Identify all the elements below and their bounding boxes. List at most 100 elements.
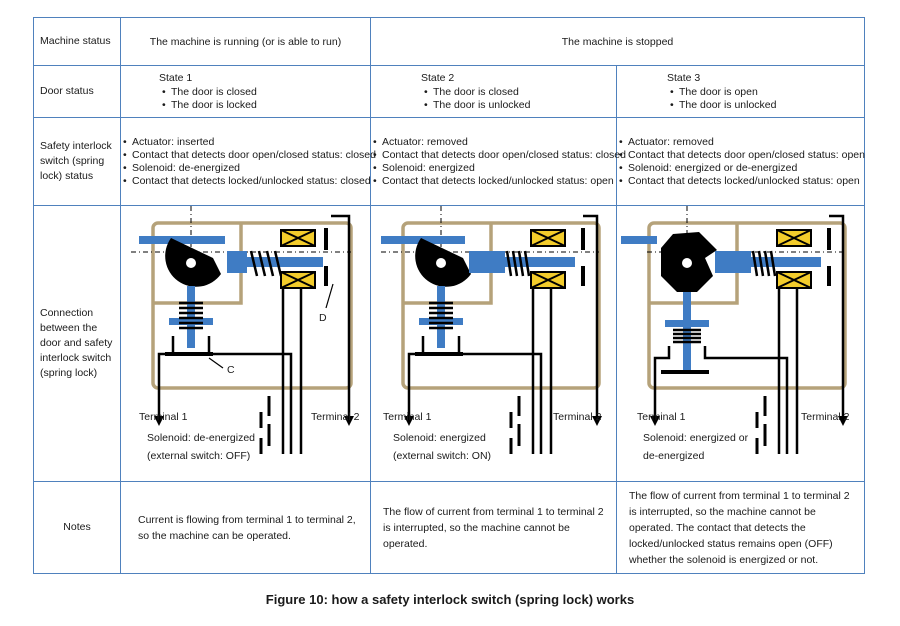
status-running: The machine is running (or is able to ru… bbox=[120, 17, 371, 66]
plunger-head bbox=[715, 251, 751, 273]
diagram-cell-2: Terminal 1 Terminal 2 Solenoid: energize… bbox=[370, 205, 617, 482]
solenoid-state: Solenoid: energized bbox=[393, 432, 486, 444]
note-2: The flow of current from terminal 1 to t… bbox=[370, 481, 617, 574]
spring-lock-diagram-unlocked bbox=[381, 206, 602, 454]
lock-plunger bbox=[501, 257, 575, 267]
arrow-terminal-2 bbox=[592, 416, 602, 426]
row-machine-status: Machine status The machine is running (o… bbox=[33, 17, 866, 66]
label-machine-status: Machine status bbox=[33, 17, 121, 66]
spring-lock-diagram-open bbox=[621, 206, 848, 454]
contact-plate bbox=[419, 318, 463, 325]
contact-rod bbox=[683, 292, 691, 372]
wire bbox=[331, 214, 351, 416]
list-item: Solenoid: energized bbox=[373, 162, 616, 175]
switch-table: Machine status The machine is running (o… bbox=[33, 17, 866, 574]
list-item: Solenoid: energized or de-energized bbox=[619, 162, 864, 175]
external-switch bbox=[755, 396, 767, 454]
housing bbox=[647, 221, 847, 390]
diagram-cell-1: C D Terminal 1 Terminal 2 Solenoid: de-e… bbox=[120, 205, 371, 482]
note-1: Current is flowing from terminal 1 to te… bbox=[120, 481, 371, 574]
wire bbox=[583, 214, 599, 416]
label-connection: Connection between the door and safety i… bbox=[33, 205, 121, 482]
wire bbox=[407, 336, 425, 416]
wire bbox=[703, 346, 789, 454]
arrow-terminal-1 bbox=[154, 416, 164, 426]
spring bbox=[505, 250, 531, 277]
list-item: The door is unlocked bbox=[421, 99, 531, 112]
wire bbox=[653, 346, 671, 416]
terminal-2-label: Terminal 2 bbox=[311, 411, 360, 423]
door-state-2: State 2 The door is closed The door is u… bbox=[370, 65, 617, 118]
wire bbox=[829, 214, 845, 416]
wire bbox=[777, 288, 799, 454]
solenoid-coil bbox=[776, 229, 812, 247]
switch-table-frame: Machine status The machine is running (o… bbox=[33, 17, 866, 575]
list-item: Contact that detects door open/closed st… bbox=[373, 149, 626, 162]
label-d: D bbox=[319, 312, 327, 324]
spring bbox=[249, 250, 283, 277]
list-item: Actuator: inserted bbox=[123, 136, 370, 149]
solenoid-coil bbox=[776, 271, 812, 289]
state-title: State 2 bbox=[421, 72, 455, 84]
solenoid-state: Solenoid: de-energized bbox=[147, 432, 255, 444]
leader-c bbox=[208, 357, 224, 369]
external-switch bbox=[259, 396, 271, 454]
figure-caption: Figure 10: how a safety interlock switch… bbox=[265, 592, 635, 607]
wire bbox=[281, 288, 303, 454]
list-item: Solenoid: de-energized bbox=[123, 162, 370, 175]
note-3: The flow of current from terminal 1 to t… bbox=[615, 481, 866, 574]
spring bbox=[751, 250, 777, 277]
switch-status-2: Actuator: removed Contact that detects d… bbox=[370, 117, 626, 206]
list-item: The door is open bbox=[667, 86, 777, 99]
list-item: The door is locked bbox=[159, 99, 269, 112]
arrow-terminal-2 bbox=[838, 416, 848, 426]
row-connection: Connection between the door and safety i… bbox=[33, 205, 866, 482]
terminal-1-label: Terminal 1 bbox=[383, 411, 432, 423]
contact-plate bbox=[169, 318, 213, 325]
list-item: Contact that detects locked/unlocked sta… bbox=[373, 175, 616, 188]
list-item: The door is closed bbox=[159, 86, 269, 99]
switch-status-3: Actuator: removed Contact that detects d… bbox=[615, 117, 866, 206]
external-switch-state: (external switch: ON) bbox=[393, 450, 492, 462]
actuator bbox=[621, 236, 657, 244]
door-state-1: State 1 The door is closed The door is l… bbox=[120, 65, 371, 118]
status-stopped: The machine is stopped bbox=[369, 17, 866, 66]
list-item: Contact that detects locked/unlocked sta… bbox=[619, 175, 864, 188]
arrow-terminal-2 bbox=[344, 416, 354, 426]
spring bbox=[429, 301, 453, 330]
solenoid-coil bbox=[530, 271, 566, 289]
arrow-terminal-1 bbox=[404, 416, 414, 426]
list-item: The door is closed bbox=[421, 86, 531, 99]
list-item: The door is unlocked bbox=[667, 99, 777, 112]
solenoid-coil bbox=[530, 229, 566, 247]
label-c: C bbox=[227, 364, 235, 376]
switch-status-1: Actuator: inserted Contact that detects … bbox=[120, 117, 376, 206]
list-item: Actuator: removed bbox=[619, 136, 864, 149]
wire bbox=[157, 336, 175, 416]
list-item: Contact that detects door open/closed st… bbox=[123, 149, 376, 162]
solenoid-state-continued: de-energized bbox=[643, 450, 705, 462]
terminal-2-label: Terminal 2 bbox=[801, 411, 850, 423]
cam-pivot bbox=[186, 258, 196, 268]
spring bbox=[179, 301, 203, 330]
solenoid-coil bbox=[280, 271, 316, 289]
arrow-terminal-1 bbox=[650, 416, 660, 426]
actuator bbox=[139, 236, 225, 244]
external-switch-state: (external switch: OFF) bbox=[147, 450, 251, 462]
terminal-1-label: Terminal 1 bbox=[637, 411, 686, 423]
terminal-1-label: Terminal 1 bbox=[139, 411, 188, 423]
contact-plate bbox=[665, 320, 709, 327]
housing bbox=[151, 221, 353, 390]
label-notes: Notes bbox=[33, 481, 121, 574]
row-notes: Notes Current is flowing from terminal 1… bbox=[33, 481, 866, 574]
state-title: State 3 bbox=[667, 72, 701, 84]
diagram-cell-3: Terminal 1 Terminal 2 Solenoid: energize… bbox=[615, 205, 866, 482]
list-item: Contact that detects door open/closed st… bbox=[619, 149, 865, 162]
list-item: Contact that detects locked/unlocked sta… bbox=[123, 175, 371, 188]
lock-plunger bbox=[243, 257, 323, 267]
terminal-2-label: Terminal 2 bbox=[553, 411, 602, 423]
housing-partition bbox=[649, 223, 739, 305]
leader-d bbox=[325, 283, 334, 309]
housing bbox=[401, 221, 601, 390]
spring-lock-diagram-locked bbox=[131, 206, 354, 454]
